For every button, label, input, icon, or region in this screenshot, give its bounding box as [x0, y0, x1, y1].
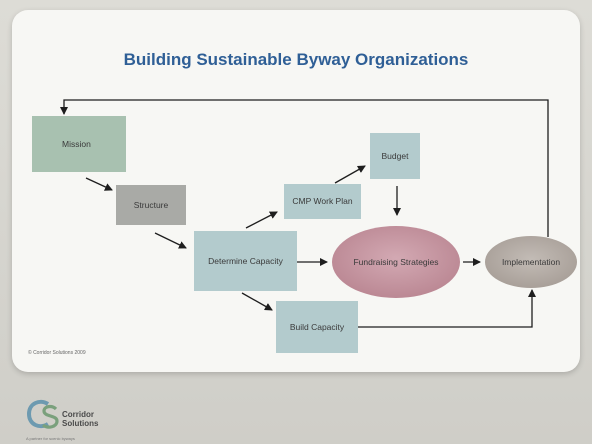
copyright-notice: © Corridor Solutions 2009 — [28, 350, 86, 356]
node-structure-label: Structure — [134, 200, 169, 210]
node-implementation-label: Implementation — [502, 257, 560, 267]
node-build-capacity: Build Capacity — [276, 301, 358, 353]
node-determine-capacity-label: Determine Capacity — [208, 256, 283, 266]
logo-name-line1: Corridor — [62, 410, 94, 419]
logo-name-line2: Solutions — [62, 419, 99, 428]
node-cmp-work-plan: CMP Work Plan — [284, 184, 361, 219]
node-build-capacity-label: Build Capacity — [290, 322, 345, 332]
arrow-determine-to-build — [241, 292, 273, 311]
arrow-feedback-loop — [60, 99, 549, 237]
arrow-cmp-to-budget — [334, 165, 366, 184]
logo-wordmark: Corridor Solutions — [62, 410, 98, 428]
node-determine-capacity: Determine Capacity — [194, 231, 297, 291]
node-mission: Mission — [32, 116, 126, 172]
node-budget: Budget — [370, 133, 420, 179]
node-fundraising-strategies-label: Fundraising Strategies — [353, 257, 438, 267]
arrow-build-to-implementation — [358, 289, 536, 328]
logo-tagline: A partner for scenic byways — [26, 436, 75, 441]
node-budget-label: Budget — [382, 151, 410, 161]
node-mission-label: Mission — [62, 139, 91, 149]
connector-arrows — [60, 99, 549, 328]
node-fundraising-strategies: Fundraising Strategies — [332, 226, 460, 298]
node-cmp-work-plan-label: CMP Work Plan — [292, 196, 352, 206]
corridor-solutions-logo — [26, 399, 59, 429]
arrow-determine-to-cmp — [245, 211, 278, 229]
node-implementation: Implementation — [485, 236, 577, 288]
node-structure: Structure — [116, 185, 186, 225]
slide-title: Building Sustainable Byway Organizations — [123, 50, 469, 69]
arrow-structure-to-determine — [154, 232, 187, 249]
arrow-mission-to-structure — [85, 177, 113, 191]
